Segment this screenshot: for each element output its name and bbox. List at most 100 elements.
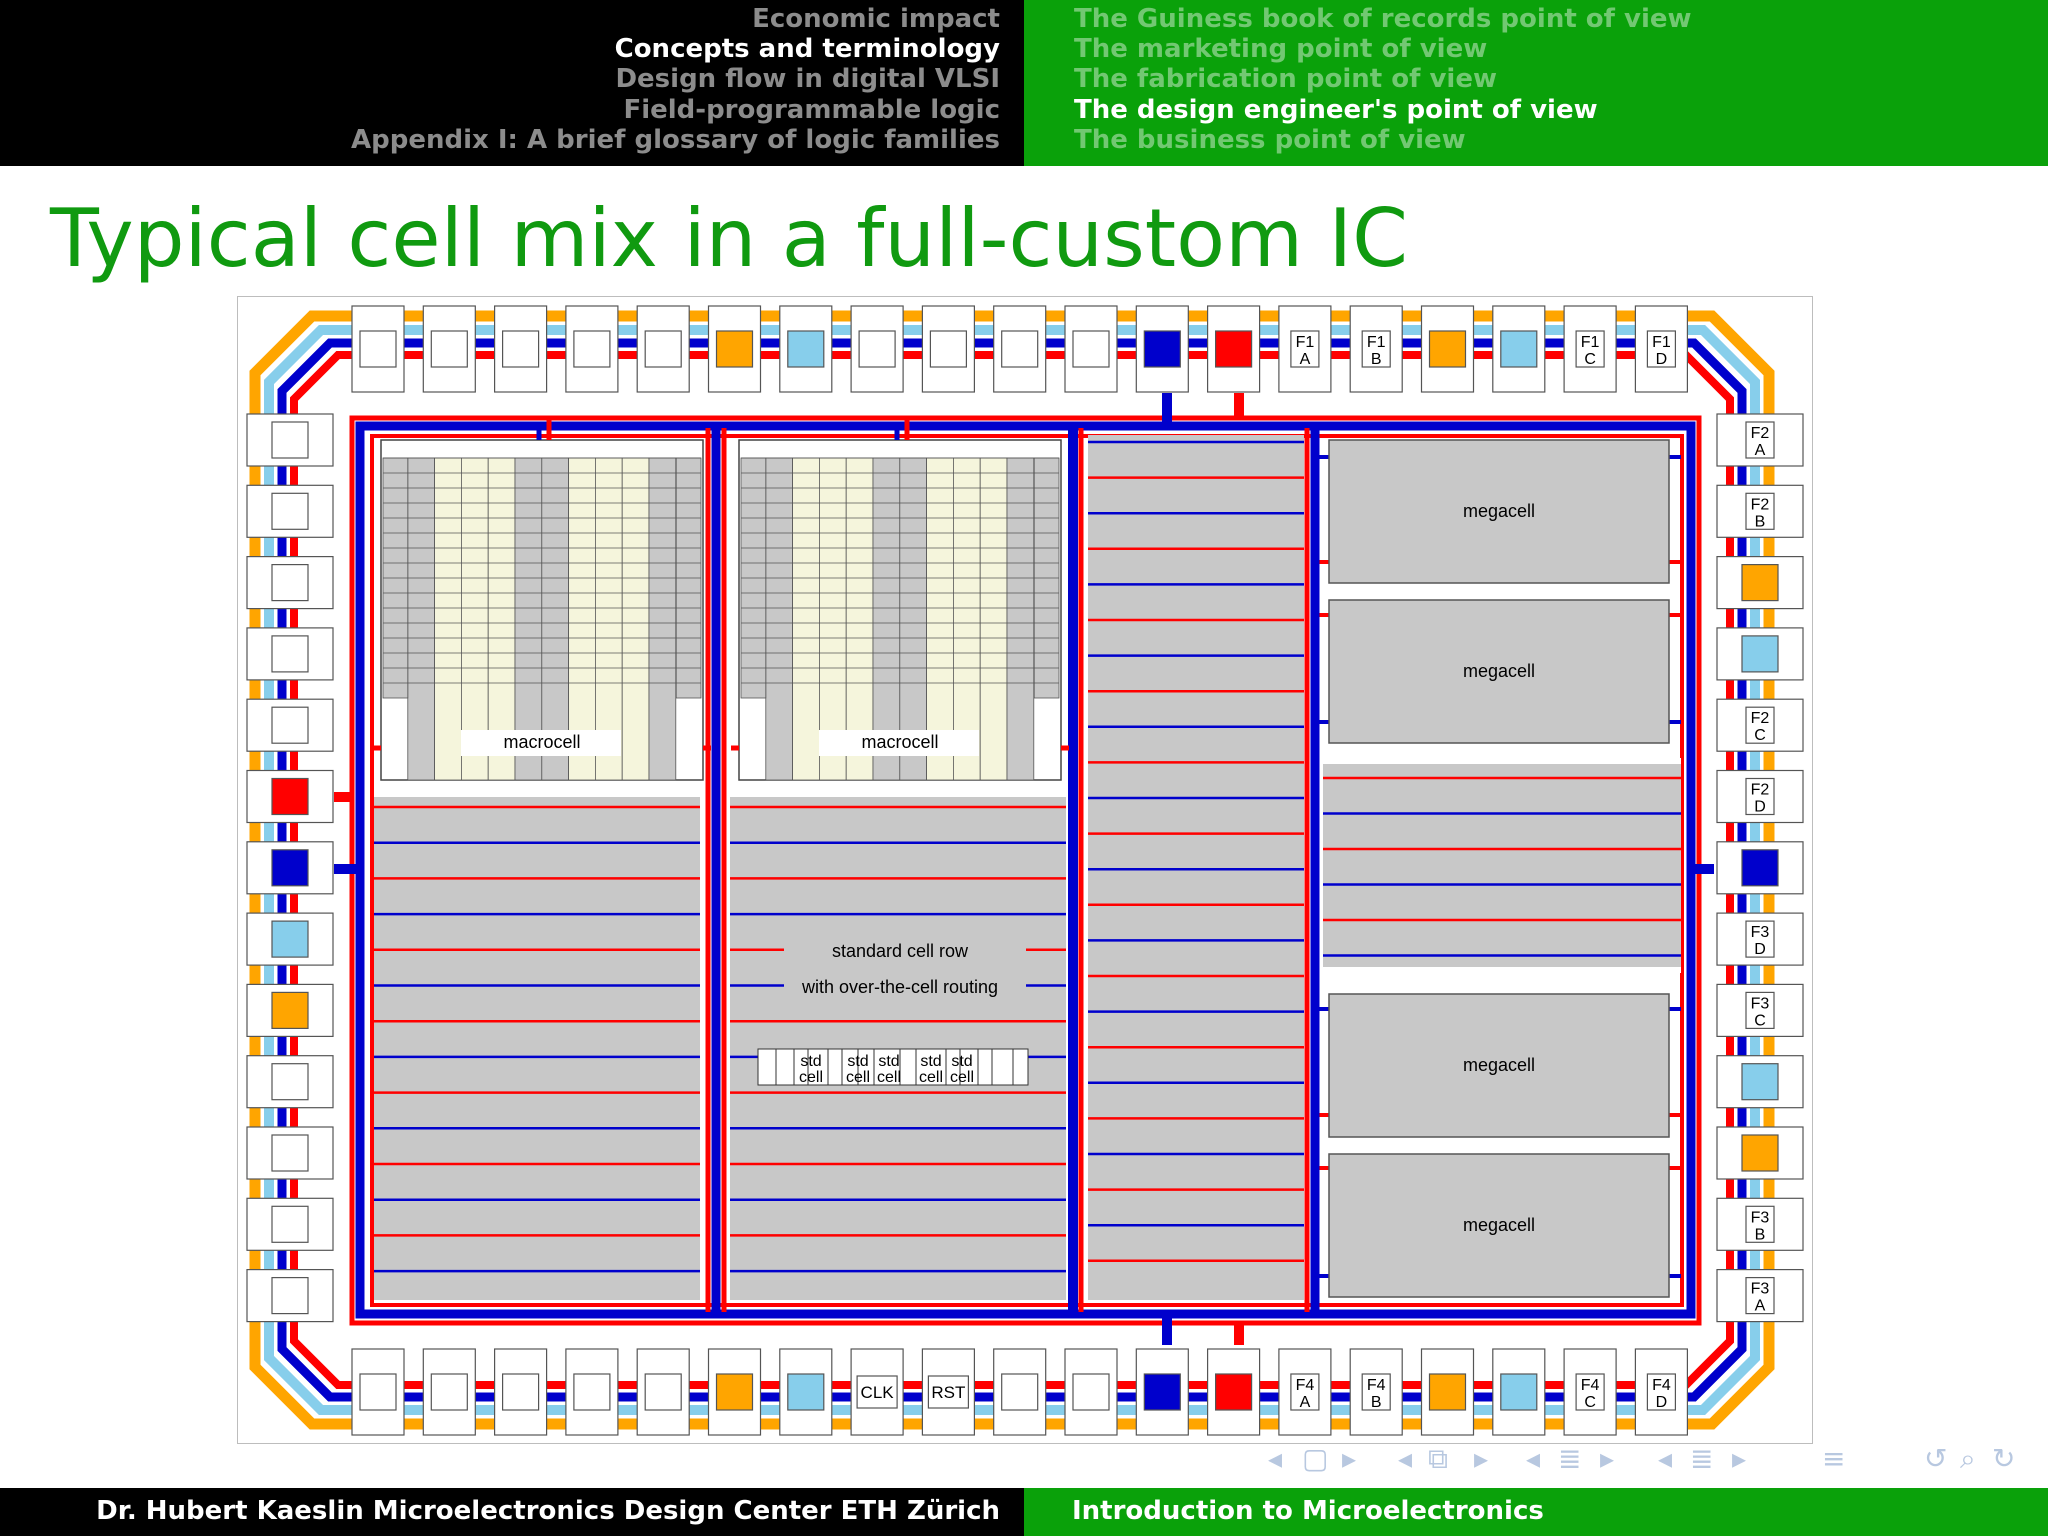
std-row-label-1: standard cell row — [832, 941, 969, 961]
std-cell-region-right — [1323, 761, 1681, 970]
io-pad — [246, 484, 334, 538]
pad-marker — [271, 635, 309, 673]
nav-redo-icon[interactable]: ↻ — [1992, 1442, 2016, 1475]
io-pad — [246, 1126, 334, 1180]
io-pad — [1716, 556, 1804, 610]
macrocell-column — [434, 457, 462, 781]
io-pad: F2A — [1716, 413, 1804, 467]
io-pad — [1064, 1348, 1118, 1436]
io-pad — [1492, 305, 1546, 393]
io-pad — [779, 305, 833, 393]
pad-blue-marker — [1143, 330, 1181, 368]
nav-subsection-guiness[interactable]: The Guiness book of records point of vie… — [1074, 4, 1692, 34]
core-inner-red-ring — [370, 434, 1684, 1307]
pad-label-line: F1 — [1367, 334, 1386, 351]
nav-section-appendix[interactable]: Appendix I: A brief glossary of logic fa… — [351, 125, 1000, 155]
pad-label-line: F1 — [1296, 334, 1315, 351]
macrocell-column — [487, 457, 516, 781]
pad-label-box — [1290, 1373, 1320, 1411]
io-pad — [351, 305, 405, 393]
nav-subsection-design-engineer[interactable]: The design engineer's point of view — [1074, 95, 1598, 125]
pad-label-line: A — [1300, 1394, 1311, 1411]
pad-lightblue-marker — [787, 330, 825, 368]
io-pad — [246, 627, 334, 681]
nav-subsection-marketing[interactable]: The marketing point of view — [1074, 34, 1488, 64]
io-pad: F1B — [1349, 305, 1403, 393]
nav-subsection-business[interactable]: The business point of view — [1074, 125, 1466, 155]
pad-lightblue-marker — [271, 920, 309, 958]
pad-label-line: C — [1754, 727, 1766, 744]
nav-subsection-list-icon[interactable]: ≣ — [1690, 1442, 1714, 1475]
std-cell-label: std — [800, 1053, 821, 1070]
pad-label-line: B — [1371, 1394, 1382, 1411]
pad-label-line: F4 — [1581, 1377, 1600, 1394]
nav-section-icon[interactable]: ≣ — [1558, 1442, 1582, 1475]
pad-label: CLK — [861, 1383, 895, 1402]
io-pad — [246, 1268, 334, 1323]
nav-next-section-icon[interactable]: ▸ — [1600, 1442, 1615, 1475]
io-pad — [565, 1348, 619, 1436]
io-pad — [707, 1348, 762, 1436]
pad-blue-marker — [1741, 849, 1779, 887]
pad-label-line: D — [1754, 941, 1766, 958]
pad-label-box — [1745, 492, 1775, 530]
std-cell-label: std — [847, 1053, 868, 1070]
pad-orange-marker — [271, 991, 309, 1030]
io-pad — [1420, 305, 1475, 393]
pad-marker — [644, 330, 682, 368]
standard-cell-area — [374, 435, 1681, 1300]
nav-section-economic-impact[interactable]: Economic impact — [752, 4, 1000, 34]
io-pad — [246, 556, 334, 610]
nav-subsection-fabrication[interactable]: The fabrication point of view — [1074, 64, 1497, 94]
pad-marker — [271, 564, 309, 602]
nav-align-icon[interactable]: ≡ — [1822, 1442, 1846, 1475]
pad-red-marker — [1214, 330, 1253, 368]
pad-orange-marker — [1741, 1134, 1779, 1172]
megacells: megacell megacell megacell megacell — [1328, 439, 1670, 1298]
nav-prev-subsection-icon[interactable]: ◂ — [1398, 1442, 1413, 1475]
std-cell-label: std — [920, 1053, 941, 1070]
std-cell-region-left — [374, 793, 700, 1300]
io-pad: F4A — [1278, 1348, 1332, 1436]
nav-undo-icon[interactable]: ↺ — [1924, 1442, 1948, 1475]
pad-marker — [502, 330, 540, 368]
io-pad — [246, 413, 334, 467]
nav-prev-section-icon[interactable]: ◂ — [1526, 1442, 1541, 1475]
pad-label-line: F4 — [1367, 1377, 1386, 1394]
macrocell-column — [460, 457, 489, 781]
pad-label-line: F3 — [1751, 1281, 1770, 1298]
pad-marker — [271, 1063, 309, 1101]
io-pad — [1135, 1348, 1189, 1436]
std-cell-label: std — [951, 1053, 972, 1070]
io-pad: F1A — [1278, 305, 1332, 393]
pad-red-marker — [1214, 1373, 1253, 1411]
footer-author: Dr. Hubert Kaeslin Microelectronics Desi… — [96, 1496, 1000, 1526]
pad-label-box — [1745, 421, 1775, 459]
pad-label-line: D — [1754, 799, 1766, 816]
pad-red-marker — [271, 777, 309, 816]
pad-label-line: F2 — [1751, 496, 1770, 513]
nav-frame-icon[interactable]: ▢ — [1302, 1442, 1329, 1475]
io-pad — [246, 1197, 334, 1251]
nav-prev-section-icon-2[interactable]: ◂ — [1658, 1442, 1673, 1475]
macrocell-column — [979, 457, 1008, 781]
io-pad: F2D — [1716, 769, 1804, 824]
io-pad — [993, 1348, 1047, 1436]
nav-next-frame-icon[interactable]: ▸ — [1342, 1442, 1357, 1475]
nav-next-section-icon-2[interactable]: ▸ — [1732, 1442, 1747, 1475]
nav-section-design-flow[interactable]: Design flow in digital VLSI — [615, 64, 1000, 94]
nav-search-icon[interactable]: ⌕ — [1960, 1442, 1976, 1475]
pad-marker — [1072, 1373, 1110, 1411]
pad-label-box — [1575, 330, 1605, 368]
nav-next-subsection-icon[interactable]: ▸ — [1474, 1442, 1489, 1475]
pad-lightblue-marker — [1741, 1063, 1779, 1101]
pad-marker — [929, 330, 968, 368]
io-pad — [1716, 627, 1804, 681]
nav-subsection-icon[interactable]: ⧉ — [1428, 1442, 1448, 1475]
io-pad — [351, 1348, 405, 1436]
nav-prev-frame-icon[interactable]: ◂ — [1268, 1442, 1283, 1475]
nav-section-concepts[interactable]: Concepts and terminology — [614, 34, 1000, 64]
nav-section-field-programmable[interactable]: Field-programmable logic — [623, 95, 1000, 125]
pad-label-line: F3 — [1751, 995, 1770, 1012]
megacell-label-3: megacell — [1463, 1055, 1535, 1075]
